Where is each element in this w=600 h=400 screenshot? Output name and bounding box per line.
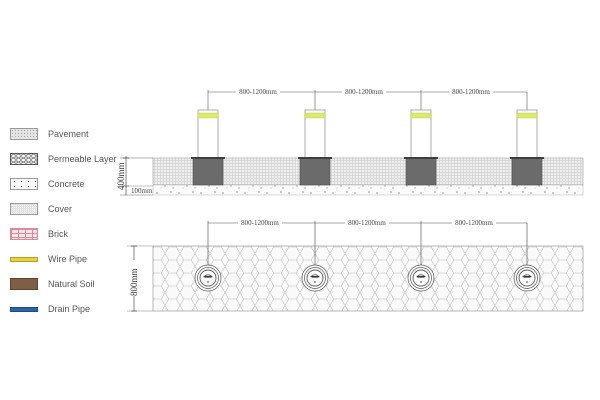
- top-spacing-label-3: 800-1200mm: [455, 219, 493, 227]
- bollard-2: [298, 90, 332, 186]
- bollard-top-2: [301, 221, 329, 292]
- legend-item-cover: Cover: [10, 202, 72, 216]
- spacing-label-3: 800-1200mm: [452, 88, 490, 96]
- bollard-top-1: [194, 221, 222, 292]
- wire-pipe-swatch-icon: [10, 256, 38, 262]
- legend-label: Concrete: [48, 179, 85, 189]
- legend-item-natural-soil: Natural Soil: [10, 277, 95, 291]
- top-spacing-label-2: 800-1200mm: [348, 219, 386, 227]
- drain-pipe-swatch-icon: [10, 306, 38, 312]
- legend-item-pavement: Pavement: [10, 127, 89, 141]
- concrete-layer: [152, 184, 584, 196]
- bollard-top-3: [407, 221, 435, 292]
- bollard-4: [510, 92, 544, 186]
- legend-item-permeable-layer: Permeable Layer: [10, 152, 117, 166]
- legend-label: Pavement: [48, 129, 89, 139]
- legend-label: Wire Pipe: [48, 254, 88, 264]
- paving-area: [152, 245, 584, 312]
- spacing-label-2: 800-1200mm: [345, 88, 383, 96]
- pavement-layer: [152, 157, 584, 186]
- legend-item-wire-pipe: Wire Pipe: [10, 252, 87, 266]
- spacing-label-1: 800-1200mm: [239, 88, 277, 96]
- natural-soil-swatch-icon: [10, 278, 38, 290]
- bollard-3: [404, 90, 438, 186]
- legend-item-brick: Brick: [10, 227, 68, 241]
- front-view: 400mm 100mm 800-1200mm 800-1200mm 800-12…: [116, 86, 584, 196]
- bollard-top-4: [513, 223, 541, 292]
- top-spacing-label-1: 800-1200mm: [241, 219, 279, 227]
- brick-swatch-icon: [10, 228, 38, 240]
- pavement-swatch-icon: [10, 128, 38, 140]
- height-label: 400mm: [116, 162, 126, 190]
- cover-swatch-icon: [10, 203, 38, 215]
- legend-label: Brick: [48, 229, 68, 239]
- width-label: 800mm: [129, 268, 139, 296]
- legend-label: Permeable Layer: [48, 154, 117, 164]
- base-label: 100mm: [131, 187, 153, 195]
- top-view: 800mm 800-1200mm 800-1200mm 800-1200mm: [127, 218, 584, 312]
- permeable-layer-swatch-icon: [10, 153, 38, 165]
- legend-item-drain-pipe: Drain Pipe: [10, 302, 90, 316]
- bollard-1: [191, 90, 225, 186]
- legend-label: Drain Pipe: [48, 304, 91, 314]
- legend-label: Cover: [48, 204, 73, 214]
- legend-label: Natural Soil: [48, 279, 95, 289]
- concrete-swatch-icon: [10, 178, 38, 190]
- legend-item-concrete: Concrete: [10, 177, 85, 191]
